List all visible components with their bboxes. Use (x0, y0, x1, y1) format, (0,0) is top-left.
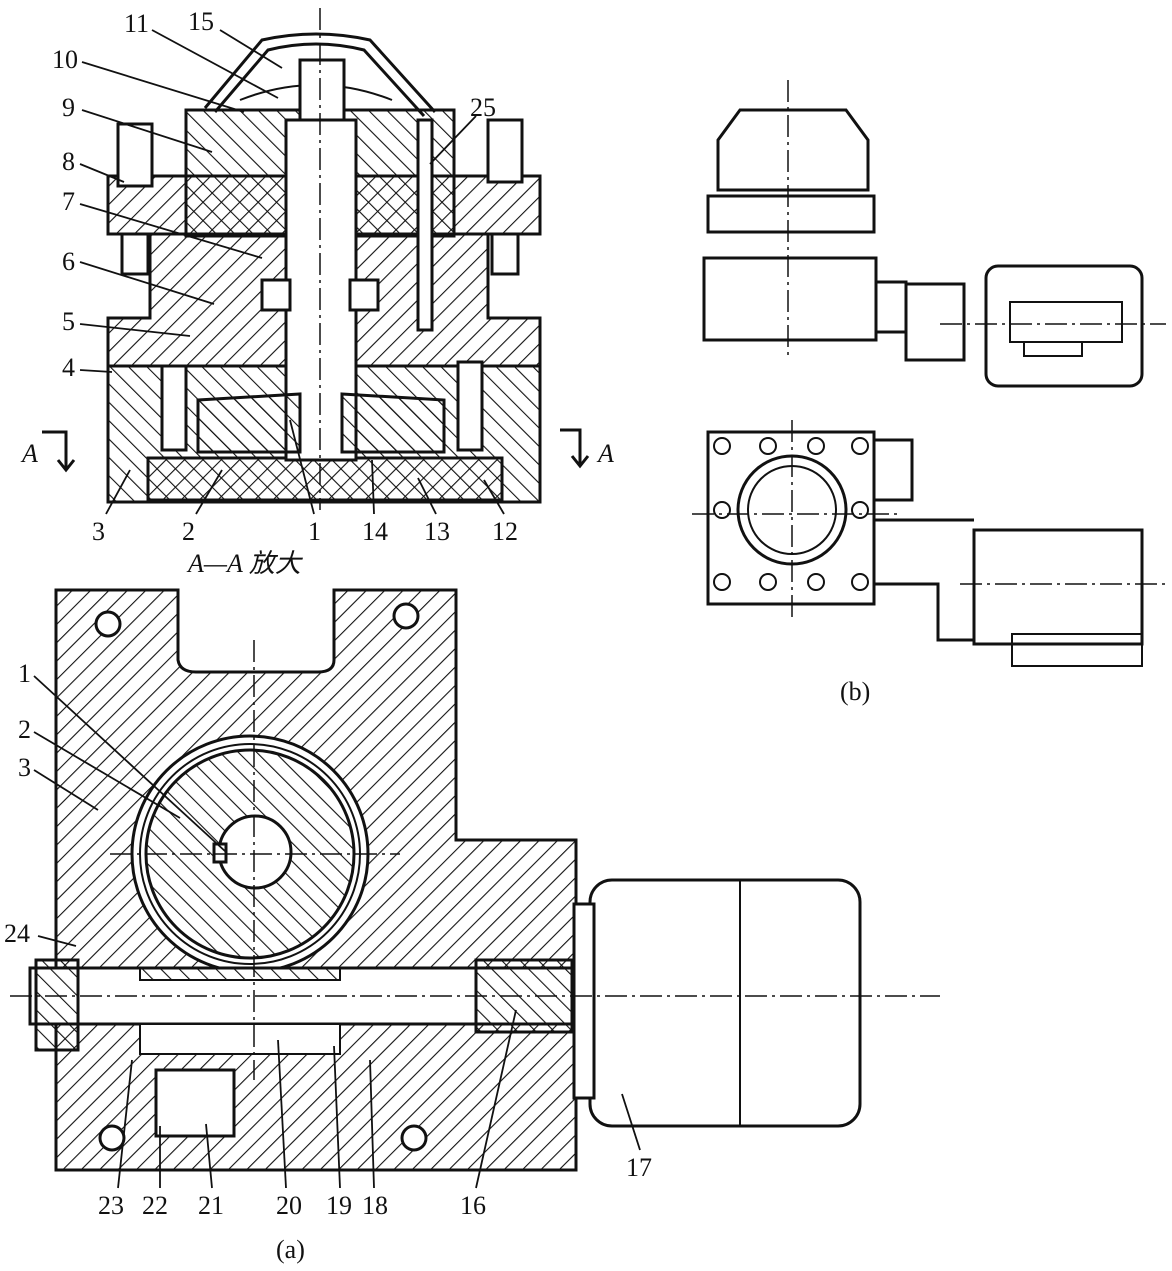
label-6: 6 (62, 247, 75, 276)
right-bolt (486, 118, 524, 184)
label-15: 14 (362, 517, 388, 546)
plan-view (10, 588, 940, 1172)
top-view-callouts: 15 11 10 9 25 8 7 6 5 4 3 2 1 14 13 12 (52, 7, 518, 546)
plan-label-3: 3 (18, 753, 31, 782)
bolt-hole-tl (94, 610, 122, 638)
plan-label-1: 1 (18, 659, 31, 688)
plan-label-21: 22 (142, 1191, 168, 1220)
plan-label-22: 23 (98, 1191, 124, 1220)
plan-label-18: 19 (326, 1191, 352, 1220)
bolt-hole-br (400, 1124, 428, 1152)
bolt-hole-tr (392, 602, 420, 630)
plan-view-callouts: 1 2 3 24 23 22 21 20 19 18 16 17 (a) (4, 659, 652, 1264)
label-8: 8 (62, 147, 75, 176)
caption-b: (b) (840, 677, 870, 706)
label-5: 5 (62, 307, 75, 336)
plan-label-16: 16 (460, 1191, 486, 1220)
section-title: A—A 放大 (186, 549, 304, 578)
motor-elevation (984, 264, 1144, 388)
plan-label-23: 17 (626, 1153, 652, 1182)
label-2: 2 (182, 517, 195, 546)
label-11: 11 (124, 9, 149, 38)
label-3: 3 (92, 517, 105, 546)
label-1: 1 (308, 517, 321, 546)
label-10: 10 (52, 45, 78, 74)
left-bolt (116, 122, 154, 188)
bolt-hole-bl (98, 1124, 126, 1152)
label-12: 15 (188, 7, 214, 36)
worm-wheel-section (196, 392, 302, 454)
base-plan (706, 430, 876, 606)
view-b: (b) (692, 80, 1166, 706)
plan-label-24: 24 (4, 919, 30, 948)
motor-plan (972, 528, 1144, 646)
label-13: 12 (492, 517, 518, 546)
top-section-view: A A A—A 放大 (20, 8, 614, 578)
motor (588, 878, 862, 1128)
cover-cap (203, 32, 437, 118)
shaft-hole (217, 814, 293, 890)
label-14: 13 (424, 517, 450, 546)
label-7: 7 (62, 187, 75, 216)
plan-label-17: 18 (362, 1191, 388, 1220)
plan-label-19: 20 (276, 1191, 302, 1220)
label-9: 9 (62, 93, 75, 122)
bottom-plate (146, 456, 504, 502)
plan-label-2: 2 (18, 715, 31, 744)
caption-a: (a) (276, 1235, 305, 1264)
label-4: 4 (62, 353, 75, 382)
section-mark-left: A (20, 439, 38, 468)
section-mark-right: A (596, 439, 614, 468)
plan-label-20: 21 (198, 1191, 224, 1220)
